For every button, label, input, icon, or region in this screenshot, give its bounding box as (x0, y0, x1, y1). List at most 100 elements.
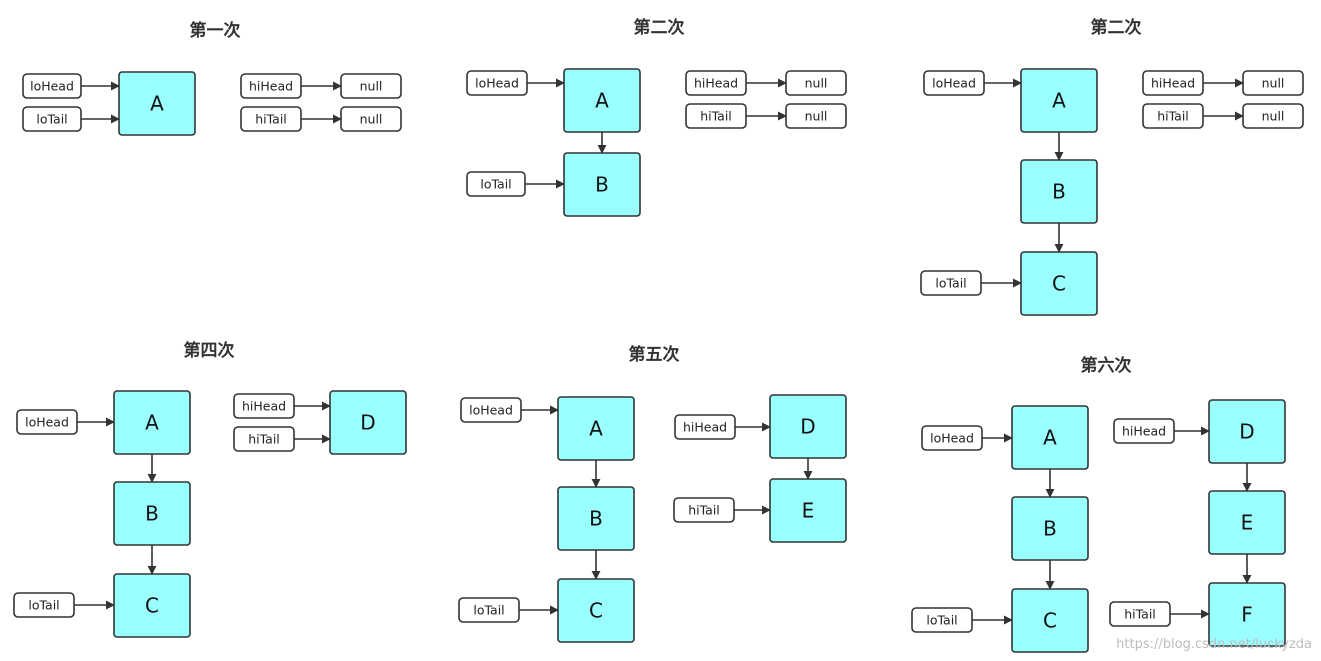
node-label: C (1052, 272, 1066, 296)
node-d: D (769, 394, 847, 459)
node-label: E (1241, 511, 1254, 535)
node-a: A (557, 396, 635, 461)
node-label: A (150, 92, 164, 116)
pointer-label: loHead (475, 76, 519, 91)
pointer-hihead: hiHead (674, 414, 736, 440)
node-a: A (118, 71, 196, 136)
node-box (118, 71, 196, 136)
pointer-label: null (360, 112, 383, 127)
node-label: C (1043, 609, 1057, 633)
pointer-label: null (360, 79, 383, 94)
node-label: E (802, 499, 815, 523)
pointer-hitail: hiTail (1142, 103, 1204, 129)
pointer-hihead: hiHead (233, 393, 295, 419)
pointer-lohead: loHead (466, 70, 528, 96)
pointer-lohead: loHead (923, 70, 985, 96)
pointer-label: loHead (930, 431, 974, 446)
pointer-label: hiHead (249, 79, 293, 94)
pointer-label: null (805, 109, 828, 124)
node-c: C (113, 573, 191, 638)
pointer-label: hiTail (1157, 109, 1189, 124)
node-c: C (557, 578, 635, 643)
pointer-label: null (1262, 109, 1285, 124)
pointer-lotail: loTail (458, 597, 520, 623)
pointer-label: hiTail (688, 503, 720, 518)
pointer-label: null (1262, 76, 1285, 91)
pointer-label: loTail (926, 613, 957, 628)
pointer-label: hiTail (255, 112, 287, 127)
node-e: E (1208, 490, 1286, 555)
pointer-label: null (805, 76, 828, 91)
pointer-label: loTail (935, 276, 966, 291)
panel-title: 第四次 (184, 340, 235, 361)
node-label: B (145, 502, 159, 526)
node-label: C (589, 599, 603, 623)
pointer-hitail: hiTail (685, 103, 747, 129)
node-b: B (113, 481, 191, 546)
node-label: B (595, 173, 609, 197)
watermark: https://blog.csdn.net/luckyzda (1116, 637, 1312, 652)
pointer-label: hiTail (700, 109, 732, 124)
node-c: C (1020, 251, 1098, 316)
pointer-hitail: hiTail (673, 497, 735, 523)
node-label: B (1043, 517, 1057, 541)
pointer-label: hiHead (242, 399, 286, 414)
node-e: E (769, 478, 847, 543)
pointer-label: loTail (473, 603, 504, 618)
pointer-lohead: loHead (22, 73, 82, 99)
pointer-label: loTail (480, 177, 511, 192)
pointer-lotail: loTail (13, 592, 75, 618)
pointer-lohead: loHead (921, 425, 983, 451)
node-label: A (1052, 89, 1066, 113)
pointer-label: hiHead (1151, 76, 1195, 91)
panel-title: 第二次 (1091, 17, 1142, 38)
node-label: F (1241, 603, 1253, 627)
node-label: C (145, 594, 159, 618)
node-label: D (1239, 420, 1254, 444)
pointer-hihead: hiHead (240, 73, 302, 99)
pointer-lotail: loTail (911, 607, 973, 633)
node-a: A (1020, 68, 1098, 133)
node-c: C (1011, 588, 1089, 653)
pointer-label: loHead (25, 415, 69, 430)
pointer-label: hiHead (694, 76, 738, 91)
pointer-lohead: loHead (16, 409, 78, 435)
pointer-lohead: loHead (460, 397, 522, 423)
pointer-hihead: hiHead (1142, 70, 1204, 96)
pointer-hitail: hiTail (240, 106, 302, 132)
pointer-label: loTail (28, 598, 59, 613)
pointer-label: loHead (469, 403, 513, 418)
pointer-hitail: hiTail (233, 426, 295, 452)
pointer-label: hiHead (1122, 424, 1166, 439)
null-box: null (1242, 103, 1304, 129)
pointer-lotail: loTail (466, 171, 526, 197)
pointer-lotail: loTail (22, 106, 82, 132)
panel-title: 第一次 (190, 20, 241, 41)
panel-title: 第六次 (1081, 355, 1132, 376)
node-label: A (595, 89, 609, 113)
pointer-label: hiHead (683, 420, 727, 435)
node-b: B (1011, 496, 1089, 561)
null-box: null (785, 70, 847, 96)
pointer-label: loHead (932, 76, 976, 91)
pointer-hihead: hiHead (685, 70, 747, 96)
null-box: null (340, 106, 402, 132)
panel-title: 第五次 (629, 344, 680, 365)
panel-title: 第二次 (634, 17, 685, 38)
pointer-hitail: hiTail (1109, 601, 1171, 627)
pointer-label: hiTail (248, 432, 280, 447)
node-label: A (589, 417, 603, 441)
node-label: A (1043, 426, 1057, 450)
pointer-label: loHead (30, 79, 74, 94)
node-b: B (1020, 159, 1098, 224)
null-box: null (1242, 70, 1304, 96)
node-a: A (113, 390, 191, 455)
node-d: D (329, 390, 407, 455)
null-box: null (340, 73, 402, 99)
null-box: null (785, 103, 847, 129)
node-label: D (360, 411, 375, 435)
